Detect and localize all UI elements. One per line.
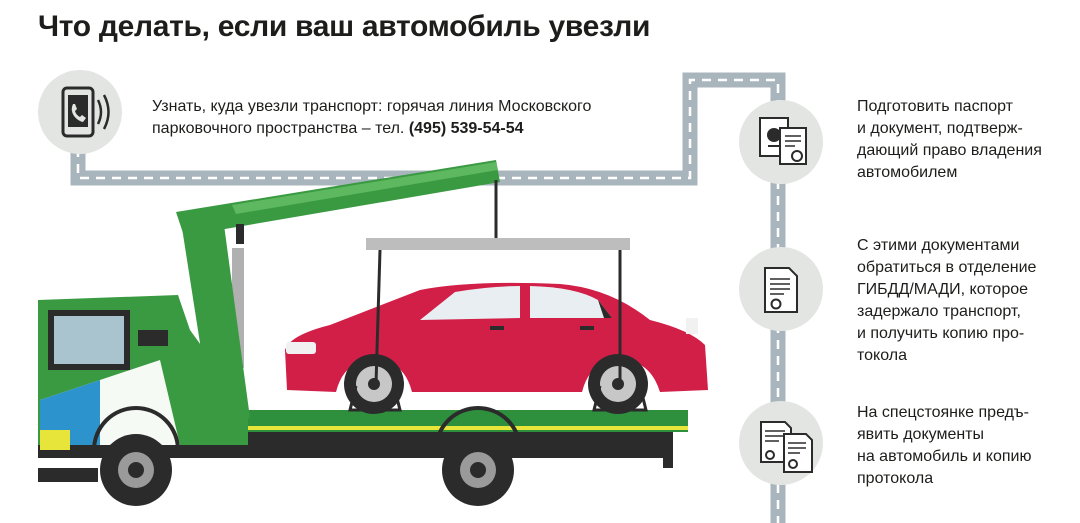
step-3-line: и получить копию про- xyxy=(857,325,1025,342)
step-4-line: протокола xyxy=(857,470,934,487)
document-icon xyxy=(739,247,823,331)
step-4-line: На спецстоянке предъ- xyxy=(857,404,1029,421)
step-2-text: Подготовить паспорт и документ, подтверж… xyxy=(857,96,1042,184)
tow-truck xyxy=(38,160,688,506)
step-2-line: дающий право владения xyxy=(857,142,1042,159)
step-2-line: Подготовить паспорт xyxy=(857,98,1014,115)
step-1-line-2: парковочного пространства – тел. (495) 5… xyxy=(152,120,524,137)
step-4-line: на автомобиль и копию xyxy=(857,448,1032,465)
step-1-text: Узнать, куда увезли транспорт: горячая л… xyxy=(152,96,591,140)
page-title: Что делать, если ваш автомобиль увезли xyxy=(38,10,651,43)
step-3-line: токола xyxy=(857,347,908,364)
step-2-line: и документ, подтверж- xyxy=(857,120,1023,137)
lift-cables xyxy=(348,249,648,412)
step-3-text: С этими документами обратиться в отделен… xyxy=(857,235,1036,367)
step-3-line: С этими документами xyxy=(857,237,1020,254)
step-3-line: ГИБДД/МАДИ, которое xyxy=(857,281,1029,298)
step-3-line: задержало транспорт, xyxy=(857,303,1021,320)
red-car xyxy=(285,282,708,414)
passport-document-icon xyxy=(739,100,823,184)
phone-icon xyxy=(38,70,122,154)
two-documents-icon xyxy=(739,401,823,485)
step-1-line-1: Узнать, куда увезли транспорт: горячая л… xyxy=(152,98,592,115)
step-3-line: обратиться в отделение xyxy=(857,259,1037,276)
step-4-text: На спецстоянке предъ- явить документы на… xyxy=(857,402,1031,490)
step-2-line: автомобилем xyxy=(857,164,958,181)
step-4-line: явить документы xyxy=(857,426,985,443)
hotline-phone-number: (495) 539-54-54 xyxy=(408,120,524,137)
